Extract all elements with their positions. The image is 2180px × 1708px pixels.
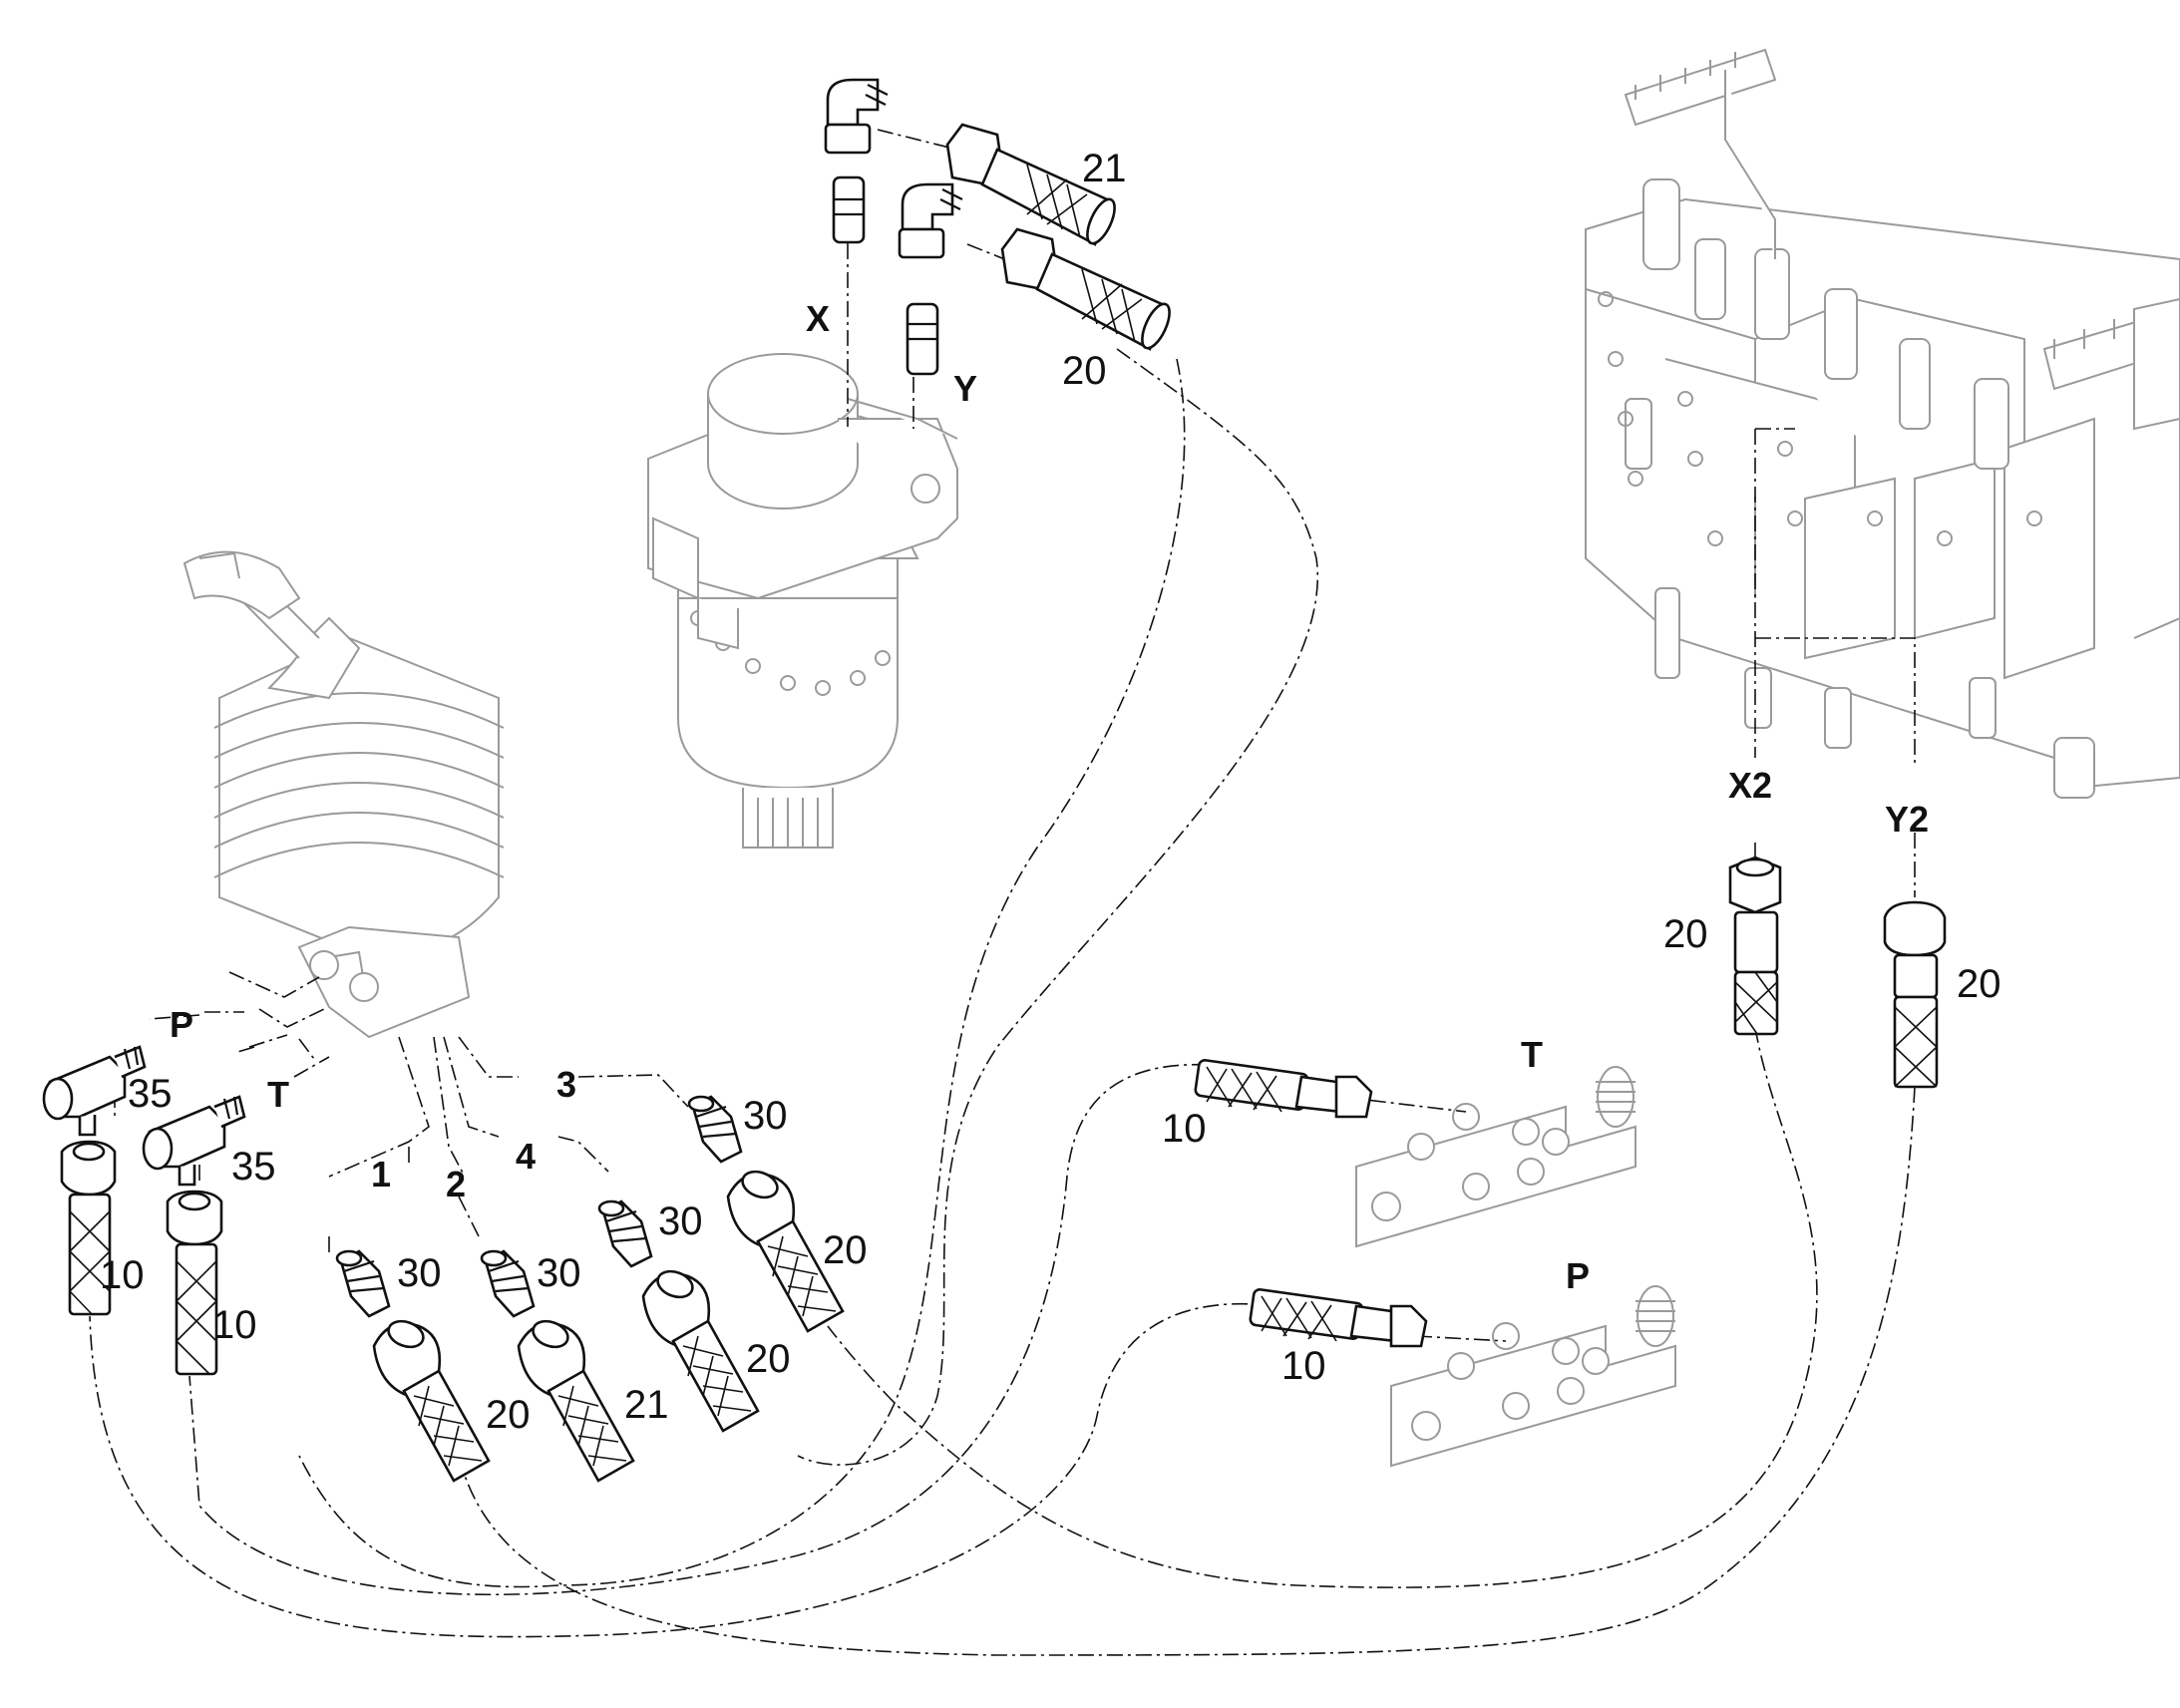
manifold-p bbox=[1390, 1285, 1676, 1468]
callout-hose-20-port3: 20 bbox=[823, 1228, 868, 1272]
hose-20-y2 bbox=[1883, 900, 1947, 1089]
connection-lines bbox=[89, 129, 1916, 1656]
hose-20-top bbox=[1000, 227, 1171, 351]
callout-hose-21-port2: 21 bbox=[624, 1383, 669, 1427]
port-label-t-manifold: T bbox=[1521, 1034, 1543, 1075]
hose-20-port3 bbox=[726, 1170, 845, 1333]
hose-20-port1 bbox=[372, 1319, 491, 1483]
port-label-3: 3 bbox=[556, 1064, 576, 1105]
callout-hose-21-top: 21 bbox=[1082, 147, 1127, 190]
elbow-fitting-y bbox=[898, 182, 963, 376]
callout-hose-10-p-manifold: 10 bbox=[1281, 1344, 1326, 1388]
callout-hose-20-top: 20 bbox=[1062, 349, 1107, 393]
part-callouts: 21 20 20 20 10 10 35 35 10 10 30 30 30 3… bbox=[100, 147, 2001, 1437]
elbow-fitting-x bbox=[824, 78, 889, 244]
fitting-30-port4 bbox=[597, 1199, 653, 1268]
hose-20-port4 bbox=[641, 1269, 760, 1433]
callout-fitting-30-port2: 30 bbox=[537, 1251, 581, 1295]
main-control-valve bbox=[1585, 48, 2180, 799]
port-label-y: Y bbox=[953, 368, 977, 409]
callout-fitting-30-port1: 30 bbox=[397, 1251, 442, 1295]
callout-hose-20-port1: 20 bbox=[486, 1393, 531, 1437]
manifold-t bbox=[1355, 1066, 1636, 1248]
hose-10-p bbox=[60, 1140, 117, 1316]
hose-10-p-manifold bbox=[1249, 1287, 1428, 1348]
pilot-joystick bbox=[182, 550, 505, 1039]
port-label-t-joystick: T bbox=[267, 1074, 289, 1115]
callout-fitting-30-port4: 30 bbox=[658, 1199, 703, 1243]
fitting-35-p bbox=[42, 1045, 147, 1137]
callout-fitting-30-port3: 30 bbox=[743, 1094, 788, 1138]
callout-hose-20-port4: 20 bbox=[746, 1337, 791, 1381]
hose-21-top bbox=[945, 123, 1116, 246]
hose-10-t bbox=[166, 1190, 223, 1376]
callout-hose-10-p: 10 bbox=[100, 1253, 145, 1297]
port-label-1: 1 bbox=[371, 1154, 391, 1195]
hose-21-port2 bbox=[517, 1319, 635, 1483]
swing-motor bbox=[647, 353, 958, 849]
port-label-2: 2 bbox=[446, 1164, 466, 1204]
hose-20-x2 bbox=[1728, 855, 1782, 1036]
callout-hose-20-y2: 20 bbox=[1957, 962, 2001, 1006]
port-label-y2: Y2 bbox=[1885, 799, 1929, 840]
fitting-30-port1 bbox=[335, 1249, 391, 1318]
callout-hose-20-x2: 20 bbox=[1663, 912, 1708, 956]
port-label-x2: X2 bbox=[1728, 765, 1772, 806]
fitting-30-port3 bbox=[687, 1095, 743, 1164]
callout-hose-10-t-manifold: 10 bbox=[1162, 1107, 1207, 1151]
port-label-p-manifold: P bbox=[1566, 1255, 1590, 1296]
port-labels: X Y X2 Y2 P T T P 1 2 3 4 bbox=[170, 298, 1929, 1296]
callout-fitting-35-t: 35 bbox=[231, 1145, 276, 1189]
port-label-x: X bbox=[806, 298, 830, 339]
hose-10-t-manifold bbox=[1194, 1058, 1373, 1119]
fitting-30-port2 bbox=[480, 1249, 536, 1318]
callout-fitting-35-p: 35 bbox=[128, 1072, 173, 1116]
port-label-4: 4 bbox=[516, 1136, 536, 1177]
port-label-p-joystick: P bbox=[170, 1004, 193, 1045]
fitting-35-t bbox=[142, 1095, 246, 1187]
callout-hose-10-t: 10 bbox=[212, 1303, 257, 1347]
